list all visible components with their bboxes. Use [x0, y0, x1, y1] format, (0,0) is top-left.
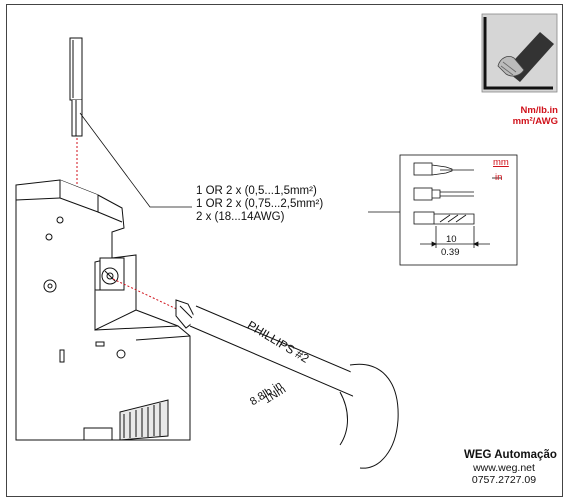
- company-name: WEG Automação: [464, 449, 557, 461]
- screw-guide-line: [112, 278, 184, 313]
- screwdriver-icon: [175, 299, 399, 469]
- wire-spec-line-1: 1 OR 2 x (0,5...1,5mm²): [196, 185, 317, 197]
- strip-length-mm: 10: [446, 234, 457, 245]
- document-number: 0757.2727.09: [471, 474, 537, 486]
- diagram-frame: [6, 4, 563, 497]
- spec-leader-line: [79, 112, 192, 208]
- ferrule-icon: [69, 37, 83, 137]
- strip-length-detail: [399, 154, 518, 266]
- section-unit-label: mm²/AWG: [512, 116, 558, 127]
- strip-length-in: 0.39: [441, 247, 460, 258]
- strip-unit-mm: mm: [493, 157, 509, 168]
- strip-unit-in: in: [495, 172, 503, 183]
- stripped-wire-icon: [481, 13, 558, 93]
- torque-unit-label: Nm/lb.in: [520, 105, 558, 116]
- wire-spec-line-3: 2 x (18...14AWG): [196, 211, 285, 223]
- company-website: www.weg.net: [473, 462, 535, 474]
- wire-spec-line-2: 1 OR 2 x (0,75...2,5mm²): [196, 198, 324, 210]
- contactor-icon: [15, 179, 191, 441]
